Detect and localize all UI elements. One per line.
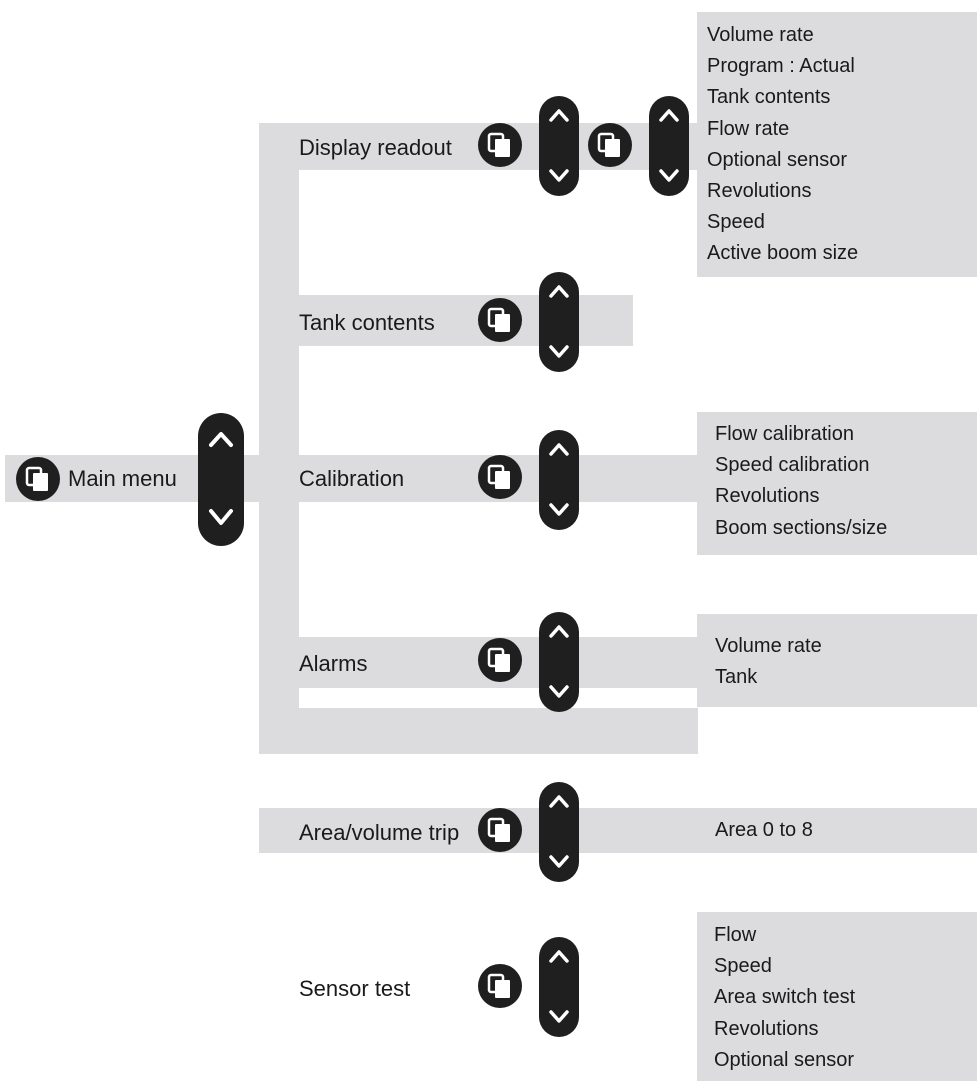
submenu-item[interactable]: Active boom size	[707, 242, 859, 265]
submenu-item[interactable]: Flow calibration	[715, 423, 854, 445]
chevron-down-icon[interactable]	[549, 685, 569, 698]
enter-button[interactable]	[478, 123, 522, 167]
chevron-down-icon[interactable]	[549, 855, 569, 868]
chevron-up-icon[interactable]	[549, 795, 569, 808]
submenu-alarms: Volume rate Tank	[697, 614, 977, 707]
submenu-item[interactable]: Flow rate	[707, 117, 790, 140]
submenu-item[interactable]: Revolutions	[715, 485, 820, 508]
chevron-down-icon[interactable]	[549, 169, 569, 182]
up-down-button[interactable]	[539, 782, 579, 882]
enter-button[interactable]	[588, 123, 632, 167]
submenu-item[interactable]: Optional sensor	[714, 1048, 855, 1071]
submenu-item[interactable]: Volume rate	[707, 24, 814, 46]
enter-button[interactable]	[478, 638, 522, 682]
menu-bar-sensor-test	[259, 708, 698, 754]
menu-item-display-readout[interactable]: Display readout	[299, 135, 452, 160]
submenu-item[interactable]: Speed	[714, 955, 772, 978]
submenu-item[interactable]: Flow	[714, 924, 757, 946]
enter-button[interactable]	[478, 808, 522, 852]
up-down-button[interactable]	[539, 612, 579, 712]
chevron-up-icon[interactable]	[549, 625, 569, 638]
submenu-item[interactable]: Program : Actual	[707, 55, 855, 78]
submenu-item[interactable]: Volume rate	[715, 635, 822, 657]
submenu-item[interactable]: Revolutions	[707, 180, 812, 203]
up-down-button[interactable]	[649, 96, 689, 196]
submenu-item[interactable]: Boom sections/size	[715, 516, 888, 539]
enter-icon	[487, 132, 510, 157]
chevron-down-icon[interactable]	[659, 169, 679, 182]
enter-button[interactable]	[16, 457, 60, 501]
menu-item-calibration[interactable]: Calibration	[299, 466, 405, 491]
enter-button[interactable]	[478, 964, 522, 1008]
chevron-up-icon[interactable]	[549, 285, 569, 298]
chevron-up-icon[interactable]	[549, 443, 569, 456]
chevron-down-icon[interactable]	[209, 509, 233, 525]
submenu-item[interactable]: Speed	[707, 211, 765, 234]
submenu-item[interactable]: Area 0 to 8	[715, 819, 813, 841]
menu-item-tank-contents[interactable]: Tank contents	[299, 310, 435, 335]
submenu-sensor-test: Flow Speed Area switch test Revolutions …	[697, 912, 977, 1081]
submenu-item[interactable]: Speed calibration	[715, 454, 870, 477]
enter-button[interactable]	[478, 298, 522, 342]
submenu-area-volume-trip: Area 0 to 8	[697, 808, 977, 853]
submenu-item[interactable]: Tank	[715, 666, 758, 689]
enter-icon	[25, 466, 48, 491]
up-down-button[interactable]	[539, 937, 579, 1037]
enter-icon	[487, 973, 510, 998]
chevron-down-icon[interactable]	[549, 345, 569, 358]
chevron-up-icon[interactable]	[209, 432, 233, 447]
menu-item-area-volume-trip[interactable]: Area/volume trip	[299, 820, 460, 845]
chevron-down-icon[interactable]	[549, 503, 569, 516]
submenu-item[interactable]: Tank contents	[707, 86, 831, 109]
up-down-button[interactable]	[198, 413, 244, 546]
menu-item-sensor-test[interactable]: Sensor test	[299, 976, 411, 1001]
submenu-item[interactable]: Revolutions	[714, 1017, 819, 1040]
enter-icon	[487, 647, 510, 672]
submenu-item[interactable]: Optional sensor	[707, 148, 848, 171]
up-down-button[interactable]	[539, 272, 579, 372]
enter-icon	[597, 132, 620, 157]
chevron-down-icon[interactable]	[549, 1010, 569, 1023]
chevron-up-icon[interactable]	[549, 109, 569, 122]
chevron-up-icon[interactable]	[549, 950, 569, 963]
up-down-button[interactable]	[539, 430, 579, 530]
menu-item-alarms[interactable]: Alarms	[299, 651, 368, 676]
submenu-display-readout: Volume rate Program : Actual Tank conten…	[697, 12, 977, 277]
submenu-calibration: Flow calibration Speed calibration Revol…	[697, 412, 977, 555]
submenu-item[interactable]: Area switch test	[714, 986, 856, 1009]
enter-icon	[487, 464, 510, 489]
enter-icon	[487, 307, 510, 332]
enter-button[interactable]	[478, 455, 522, 499]
chevron-up-icon[interactable]	[659, 109, 679, 122]
main-menu-label: Main menu	[68, 466, 177, 491]
enter-icon	[487, 817, 510, 842]
up-down-button[interactable]	[539, 96, 579, 196]
